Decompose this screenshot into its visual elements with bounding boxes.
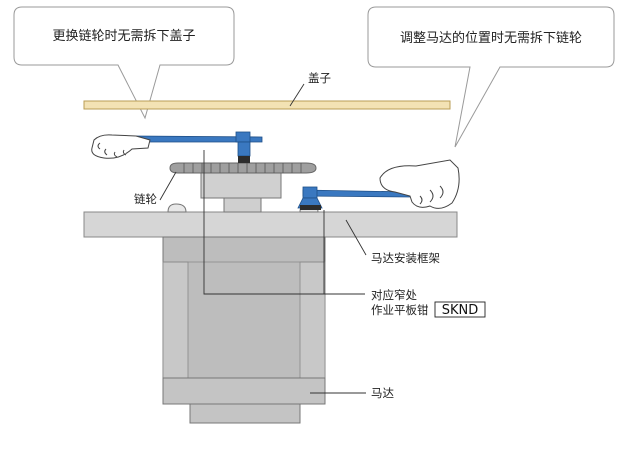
right-callout-text: 调整马达的位置时无需拆下链轮 [400, 30, 582, 46]
tool-code: SKND [442, 303, 479, 318]
right-callout-bubble: 调整马达的位置时无需拆下链轮 [367, 6, 615, 148]
motor-body [162, 236, 326, 424]
motor-label: 马达 [371, 386, 394, 400]
tool-description-line1: 对应窄处 [371, 288, 417, 302]
large-sprocket [169, 162, 317, 174]
lower-plier-jaw [297, 186, 411, 210]
left-callout-bubble: 更换链轮时无需拆下盖子 [13, 6, 235, 120]
cover-plate [83, 100, 451, 110]
frame-stud-left [167, 203, 187, 213]
left-hand-illustration [91, 134, 151, 159]
motor-mount-frame-label: 马达安装框架 [371, 251, 440, 265]
sprocket-label: 链轮 [134, 192, 157, 206]
cover-label: 盖子 [308, 71, 331, 85]
tool-description-line2: 作业平板钳 [371, 303, 429, 317]
leader-lines [159, 83, 367, 394]
left-callout-text: 更换链轮时无需拆下盖子 [52, 29, 195, 44]
tool-code-box [434, 301, 486, 318]
right-hand-illustration [379, 159, 460, 209]
sprocket-boss [200, 171, 282, 199]
motor-mount-frame [83, 211, 458, 238]
upper-plier-jaw [135, 131, 263, 163]
sprocket-hub [223, 196, 262, 213]
